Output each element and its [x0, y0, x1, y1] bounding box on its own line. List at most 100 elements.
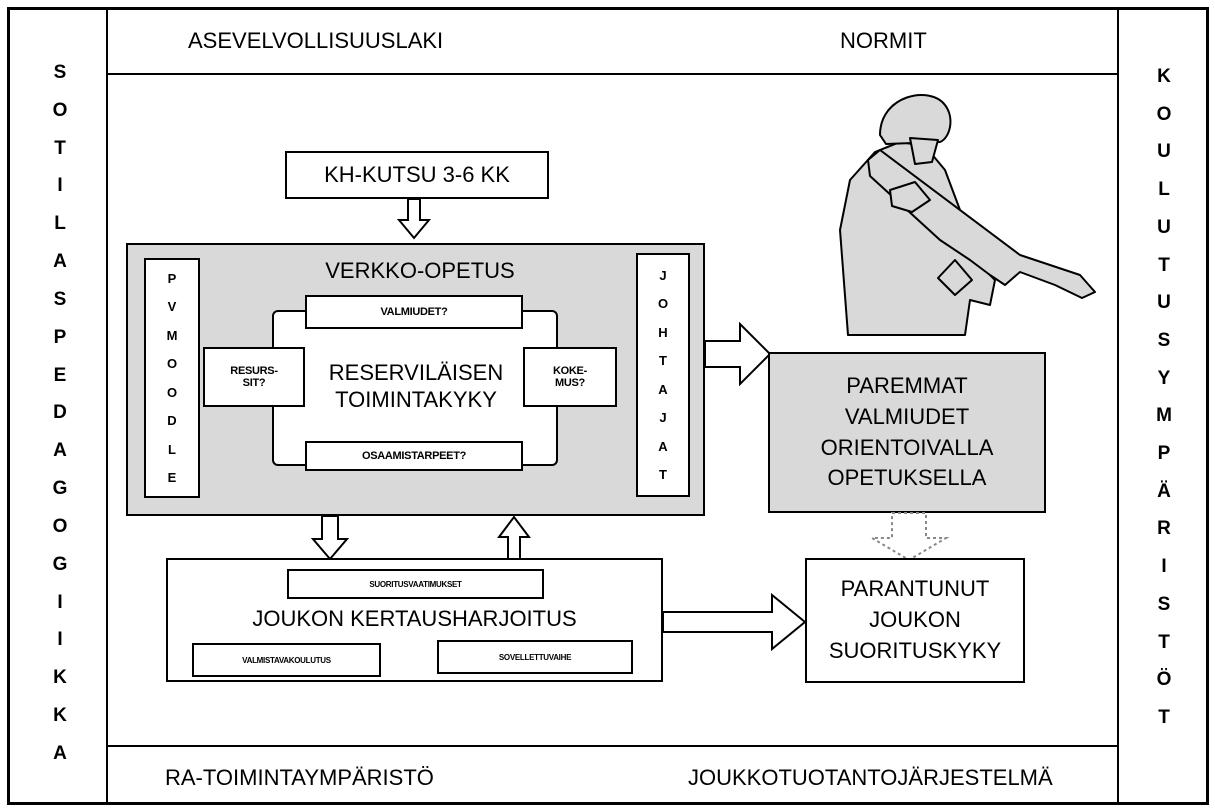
- vertical-letter: P: [1157, 443, 1171, 465]
- vertical-letter: S: [1157, 329, 1171, 351]
- competence-frame: [272, 310, 558, 466]
- vertical-letter: K: [53, 667, 67, 689]
- readiness-label: VALMIUDET?: [380, 306, 448, 318]
- call-box-label: KH-KUTSU 3-6 KK: [324, 162, 510, 187]
- top-left-label: ASEVELVOLLISUUSLAKI: [188, 28, 444, 53]
- vertical-letter: A: [658, 438, 668, 454]
- preparatory-training-box: VALMISTAVAKOULUTUS: [192, 643, 381, 677]
- preparatory-training-label: VALMISTAVAKOULUTUS: [242, 655, 331, 665]
- vertical-letter: Y: [1157, 367, 1171, 389]
- experience-label-line2: MUS?: [555, 377, 585, 389]
- outcome-line3: SUORITUSKYKY: [828, 637, 1002, 663]
- frame-top-divider: [106, 73, 1119, 75]
- reservist-capacity: RESERVILÄISEN TOIMINTAKYKY: [310, 350, 522, 422]
- vertical-letter: A: [53, 742, 67, 764]
- experience-box: KOKE- MUS?: [523, 347, 617, 407]
- reservist-capacity-line1: RESERVILÄISEN: [328, 359, 504, 385]
- vertical-letter: T: [1158, 706, 1170, 728]
- vertical-letter: S: [53, 62, 67, 83]
- vertical-letter: J: [659, 268, 667, 283]
- frame-bottom-divider: [106, 745, 1119, 747]
- vertical-letter: G: [52, 478, 68, 500]
- vertical-letter: H: [658, 324, 668, 340]
- vertical-letter: L: [168, 441, 176, 457]
- vertical-letter: I: [57, 629, 63, 651]
- vertical-letter: O: [657, 296, 669, 312]
- vertical-letter: T: [659, 466, 667, 482]
- vertical-letter: Ö: [1156, 669, 1172, 691]
- vertical-letter: M: [1156, 405, 1172, 427]
- vertical-letter: D: [53, 402, 67, 424]
- applied-phase-label: SOVELLETTUVAIHE: [498, 652, 572, 662]
- outcome-line1: PARANTUNUT: [840, 576, 990, 602]
- requirements-label: SUORITUSVAATIMUKSET: [369, 579, 462, 589]
- vertical-letter: T: [54, 137, 66, 159]
- vertical-letter: I: [57, 591, 63, 613]
- outcome-box: PARANTUNUT JOUKON SUORITUSKYKY: [805, 558, 1025, 683]
- vertical-letter: R: [1157, 518, 1171, 540]
- requirements-box: SUORITUSVAATIMUKSET: [287, 569, 544, 599]
- vertical-letter: V: [167, 299, 177, 315]
- vertical-letter: I: [1161, 556, 1167, 578]
- vertical-letter: A: [658, 381, 668, 397]
- reservist-capacity-line2: TOIMINTAKYKY: [335, 387, 497, 412]
- vertical-letter: O: [166, 384, 178, 400]
- vertical-letter: T: [659, 353, 667, 369]
- vertical-letter: M: [166, 327, 178, 343]
- vertical-letter: P: [167, 271, 177, 286]
- vertical-letter: L: [1158, 179, 1170, 201]
- bottom-right-label: JOUKKOTUOTANTOJÄRJESTELMÄ: [688, 765, 1053, 790]
- top-right-label: NORMIT: [840, 28, 927, 53]
- vertical-letter: L: [54, 213, 66, 235]
- left-vertical-word: S O T I L A S P E D A G O G I I K K A: [47, 63, 73, 763]
- frame-left-divider: [106, 7, 108, 805]
- vertical-letter: U: [1157, 141, 1171, 163]
- experience-label-line1: KOKE-: [553, 365, 587, 377]
- arrow-down-icon: [397, 198, 431, 240]
- vertical-letter: U: [1157, 292, 1171, 314]
- frame-right-divider: [1117, 7, 1119, 805]
- vertical-letter: Ä: [1157, 480, 1171, 502]
- leaders-box: J O H T A J A T: [636, 253, 690, 497]
- vertical-letter: O: [52, 515, 68, 537]
- vertical-letter: S: [53, 288, 67, 310]
- outer-frame: [7, 7, 1209, 805]
- vertical-letter: T: [1158, 631, 1170, 653]
- vertical-letter: G: [52, 553, 68, 575]
- resources-label-line2: SIT?: [242, 377, 266, 389]
- vertical-letter: P: [53, 326, 67, 348]
- vertical-letter: T: [1158, 254, 1170, 276]
- result-line1: PAREMMAT: [846, 372, 968, 398]
- outcome-line2: JOUKON: [869, 607, 961, 633]
- applied-phase-box: SOVELLETTUVAIHE: [437, 640, 633, 674]
- arrow-up-icon: [497, 515, 531, 561]
- online-learning-title: VERKKO-OPETUS: [325, 258, 515, 283]
- resources-box: RESURS- SIT?: [203, 347, 305, 407]
- result-box: PAREMMAT VALMIUDET ORIENTOIVALLA OPETUKS…: [768, 352, 1046, 513]
- vertical-letter: A: [53, 251, 67, 273]
- result-line3: ORIENTOIVALLA: [820, 434, 994, 460]
- vertical-letter: K: [1157, 66, 1171, 87]
- vertical-letter: O: [166, 356, 178, 372]
- vertical-letter: O: [52, 99, 68, 121]
- skill-needs-label: OSAAMISTARPEET?: [361, 450, 467, 462]
- vertical-letter: S: [1157, 593, 1171, 615]
- arrow-right-icon: [704, 322, 772, 386]
- vertical-letter: K: [53, 705, 67, 727]
- vertical-letter: E: [167, 469, 177, 485]
- result-line4: OPETUKSELLA: [827, 465, 987, 491]
- vertical-letter: O: [1156, 103, 1172, 125]
- bottom-left-label: RA-TOIMINTAYMPÄRISTÖ: [165, 765, 434, 790]
- soldier-silhouette-icon: [839, 94, 1096, 336]
- exercise-title: JOUKON KERTAUSHARJOITUS: [252, 606, 577, 631]
- arrow-right-icon: [662, 592, 807, 652]
- skill-needs-box: OSAAMISTARPEET?: [305, 441, 523, 471]
- readiness-box: VALMIUDET?: [305, 295, 523, 329]
- vertical-letter: A: [53, 440, 67, 462]
- vertical-letter: I: [57, 175, 63, 197]
- call-box: KH-KUTSU 3-6 KK: [285, 151, 549, 199]
- vertical-letter: U: [1157, 216, 1171, 238]
- vertical-letter: E: [53, 364, 67, 386]
- dashed-arrow-down-icon: [868, 512, 950, 562]
- result-line2: VALMIUDET: [844, 403, 970, 429]
